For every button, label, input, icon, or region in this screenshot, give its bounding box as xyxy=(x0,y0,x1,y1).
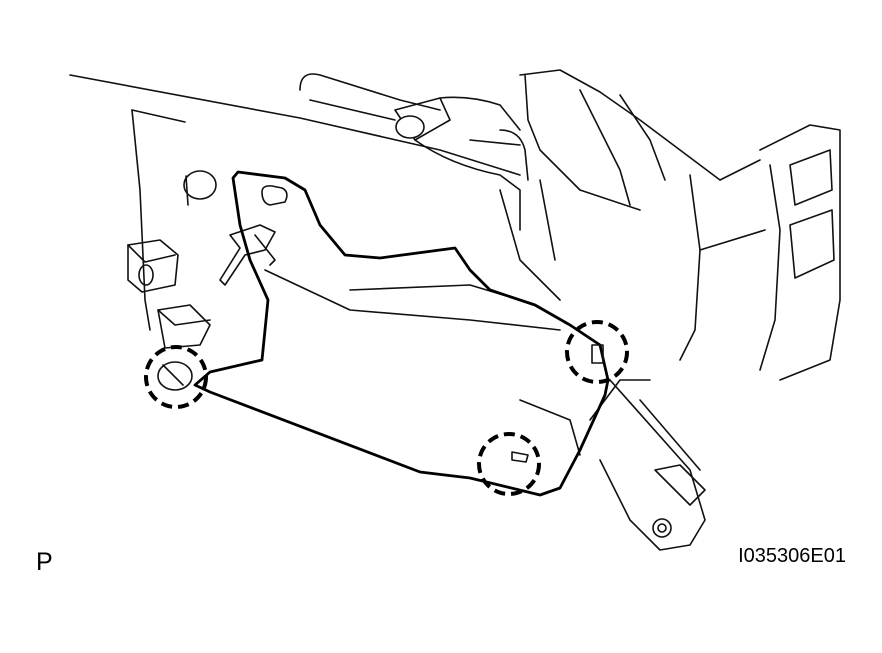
figure-id: I035306E01 xyxy=(738,545,846,567)
clip-callout-left xyxy=(144,345,208,409)
view-label: P xyxy=(36,548,53,576)
bracket-outline xyxy=(157,170,610,497)
clip-callouts xyxy=(144,320,629,496)
dashboard-structure xyxy=(69,69,841,551)
clip-callout-right xyxy=(565,320,629,384)
clip-callout-bottom xyxy=(477,432,541,496)
